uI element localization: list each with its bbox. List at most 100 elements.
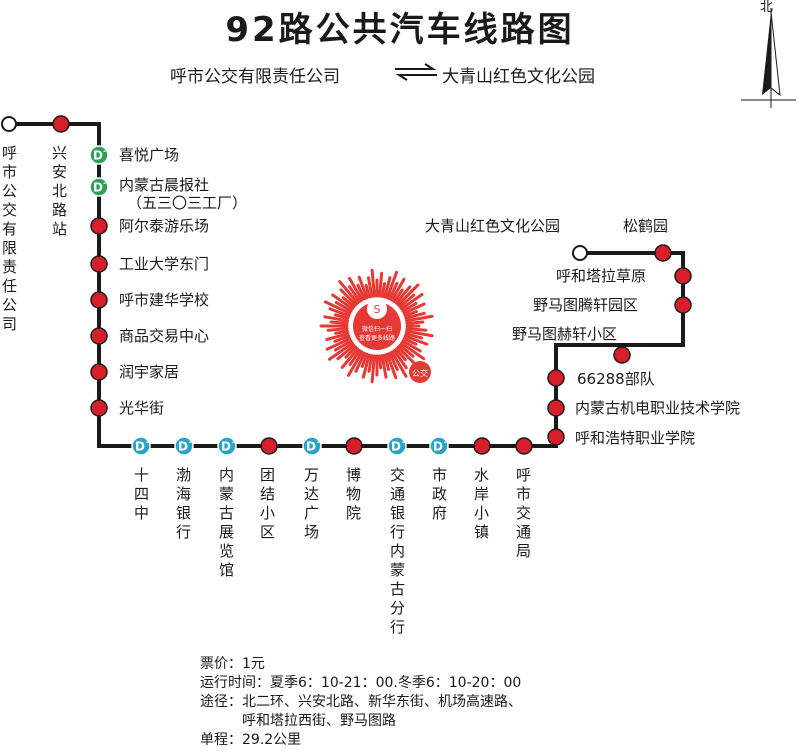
qr-ray xyxy=(396,345,417,366)
svg-text:D: D xyxy=(221,440,231,454)
stop-marker xyxy=(260,437,278,455)
qr-badge: 公交 xyxy=(412,368,428,378)
qr-ray xyxy=(398,293,416,309)
stop-label-26: 松鹤园 xyxy=(623,217,669,235)
route-via-text-2: 呼和塔拉西街、野马图路 xyxy=(242,713,396,729)
qr-ray xyxy=(396,283,420,307)
qr-ray xyxy=(380,282,386,298)
svg-text:D: D xyxy=(93,149,103,163)
svg-text:D: D xyxy=(93,181,103,195)
qr-ray xyxy=(394,285,412,305)
qr-ray xyxy=(328,307,351,318)
qr-ray xyxy=(401,339,422,353)
north-compass-icon xyxy=(741,8,796,108)
qr-ray xyxy=(361,353,371,379)
qr-ray xyxy=(326,327,349,332)
qr-ray xyxy=(378,271,384,298)
qr-ray xyxy=(333,339,353,352)
qr-ray xyxy=(394,347,407,362)
svg-text:D: D xyxy=(135,440,145,454)
qr-line-1: 微信扫一扫 xyxy=(362,325,392,333)
stop-label-18: 水岸小镇 xyxy=(473,466,489,541)
svg-text:2: 2 xyxy=(103,147,107,154)
stop-marker xyxy=(90,363,108,381)
qr-ray xyxy=(385,270,398,300)
route-origin-label: 呼市公交有限责任公司 xyxy=(170,67,340,87)
stop-marker xyxy=(547,399,565,417)
stop-label-15: 博物院 xyxy=(345,466,361,522)
qr-ray xyxy=(323,315,349,323)
qr-ray xyxy=(348,276,364,302)
svg-text:1: 1 xyxy=(401,438,405,445)
stop-label-1: 兴安北路站 xyxy=(51,144,67,238)
qr-ray xyxy=(402,337,418,346)
stop-marker xyxy=(90,255,108,273)
stop-marker xyxy=(52,115,70,133)
stop-label-24: 野马图腾轩园区 xyxy=(533,296,639,314)
qr-ray xyxy=(325,337,352,351)
svg-text:D: D xyxy=(178,440,188,454)
qr-ray xyxy=(357,275,369,300)
qr-ray xyxy=(347,350,364,377)
qr-ray xyxy=(400,341,426,361)
qr-ray xyxy=(392,288,404,303)
stop-label-9: 光华街 xyxy=(119,399,165,417)
qr-ray xyxy=(390,350,408,378)
stop-label-13: 团结小区 xyxy=(259,466,275,541)
qr-ray xyxy=(341,296,356,309)
stop-label-14: 万达广场 xyxy=(303,466,319,541)
qr-ray xyxy=(388,351,399,372)
qr-ray xyxy=(329,320,349,325)
qr-ray xyxy=(405,327,428,332)
stop-marker xyxy=(515,437,533,455)
svg-text:1: 1 xyxy=(145,438,149,445)
qr-ray xyxy=(398,343,415,358)
stop-label-7: 商品交易中心 xyxy=(119,327,210,345)
stop-marker xyxy=(547,428,565,446)
svg-text:1: 1 xyxy=(188,438,192,445)
stop-label-3-sub: （五三〇三工厂） xyxy=(127,194,248,212)
qr-ray xyxy=(405,320,425,325)
qr-ray xyxy=(385,352,398,380)
qr-ray xyxy=(325,332,350,341)
stop-label-5: 工业大学东门 xyxy=(119,255,210,273)
stop-marker xyxy=(674,296,692,314)
stop-marker xyxy=(613,346,631,364)
stop-label-17: 市政府 xyxy=(431,466,447,522)
compass-north-label: 北 xyxy=(760,0,774,15)
stop-label-27: 大青山红色文化公园 xyxy=(425,217,561,235)
qr-ray xyxy=(378,354,383,370)
qr-ray xyxy=(370,268,376,298)
qr-ray xyxy=(383,353,391,371)
route-info: 票价：1元 运行时间：夏季6：10-21：00.冬季6：10-20：00 途径：… xyxy=(200,655,522,750)
qr-ray xyxy=(356,283,366,301)
stop-label-3: 内蒙古晨报社 xyxy=(119,176,210,194)
terminal-marker xyxy=(1,116,17,132)
qr-ray xyxy=(403,310,418,318)
qr-ray xyxy=(366,276,374,298)
qr-ray xyxy=(388,281,399,301)
qr-ray xyxy=(336,343,356,361)
stop-marker xyxy=(674,267,692,285)
svg-text:D: D xyxy=(306,440,316,454)
qr-ray xyxy=(327,341,354,361)
stop-label-22: 66288部队 xyxy=(577,370,655,388)
stop-marker xyxy=(473,437,491,455)
stop-marker xyxy=(90,399,108,417)
stop-label-25: 呼和塔拉草原 xyxy=(556,267,647,285)
svg-text:S: S xyxy=(374,303,381,316)
qr-ray xyxy=(405,329,434,338)
qr-ray xyxy=(360,352,369,368)
qr-ray xyxy=(333,313,350,320)
svg-text:1: 1 xyxy=(316,438,320,445)
stop-label-6: 呼市建华学校 xyxy=(119,291,210,309)
qr-ray xyxy=(403,334,429,346)
